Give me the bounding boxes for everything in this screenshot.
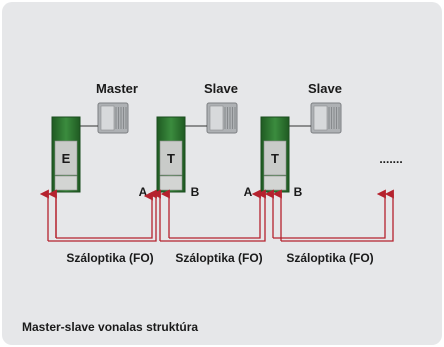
port-label-a-2: A (244, 185, 253, 199)
module-t-1: T (156, 116, 186, 193)
module-t-2: T (260, 116, 290, 193)
module-e: E (51, 116, 81, 193)
fiber-link-1 (55, 196, 152, 239)
fiber-link-3-return (273, 189, 386, 239)
port-label-b-1: B (191, 185, 200, 199)
industrial-computer-icon (206, 102, 238, 134)
diagram-caption: Master-slave vonalas struktúra (22, 320, 198, 334)
fiber-link-1-outer-return (48, 189, 157, 242)
fiber-link-2-outer-return (169, 189, 261, 239)
node-role-slave-1: Slave (204, 81, 238, 96)
industrial-computer-icon (97, 102, 129, 134)
node-role-master: Master (96, 81, 138, 96)
module-t-1-letter: T (167, 151, 175, 166)
fiber-link-2-return (160, 189, 266, 242)
port-label-a-1: A (139, 185, 148, 199)
fiber-label-1: Száloptika (FO) (66, 251, 153, 265)
module-t-2-letter: T (271, 151, 279, 166)
continuation-dots: ....... (379, 152, 402, 166)
fiber-link-3-outer-return (281, 189, 394, 242)
module-e-letter: E (62, 151, 71, 166)
fiber-label-3: Száloptika (FO) (286, 251, 373, 265)
node-role-slave-2: Slave (308, 81, 342, 96)
industrial-computer-icon (310, 102, 342, 134)
port-label-b-2: B (294, 185, 303, 199)
fiber-label-2: Száloptika (FO) (175, 251, 262, 265)
